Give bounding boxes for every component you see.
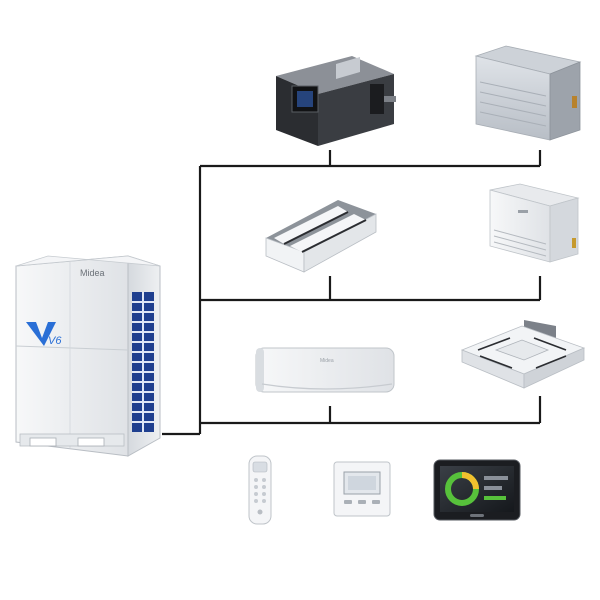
- four-way-cassette-unit[interactable]: [460, 320, 586, 389]
- outdoor-unit[interactable]: V6 Midea: [15, 255, 161, 457]
- touch-screen-controller[interactable]: [433, 459, 521, 521]
- badge-text: V6: [48, 335, 62, 347]
- fan-grille: [132, 292, 154, 432]
- duct-unit-slim[interactable]: [474, 45, 582, 141]
- duct-unit-high-static[interactable]: [276, 56, 396, 146]
- floor-ceiling-unit[interactable]: [489, 183, 580, 263]
- v6-badge: V6: [26, 322, 62, 347]
- wall-mounted-unit[interactable]: Midea: [255, 347, 395, 393]
- wired-controller[interactable]: [333, 461, 391, 517]
- outdoor-logo: Midea: [80, 268, 105, 278]
- two-way-cassette-unit[interactable]: [265, 200, 377, 273]
- indoor-logo: Midea: [320, 358, 334, 364]
- piping-lines: [162, 150, 542, 436]
- remote-control[interactable]: [248, 455, 272, 525]
